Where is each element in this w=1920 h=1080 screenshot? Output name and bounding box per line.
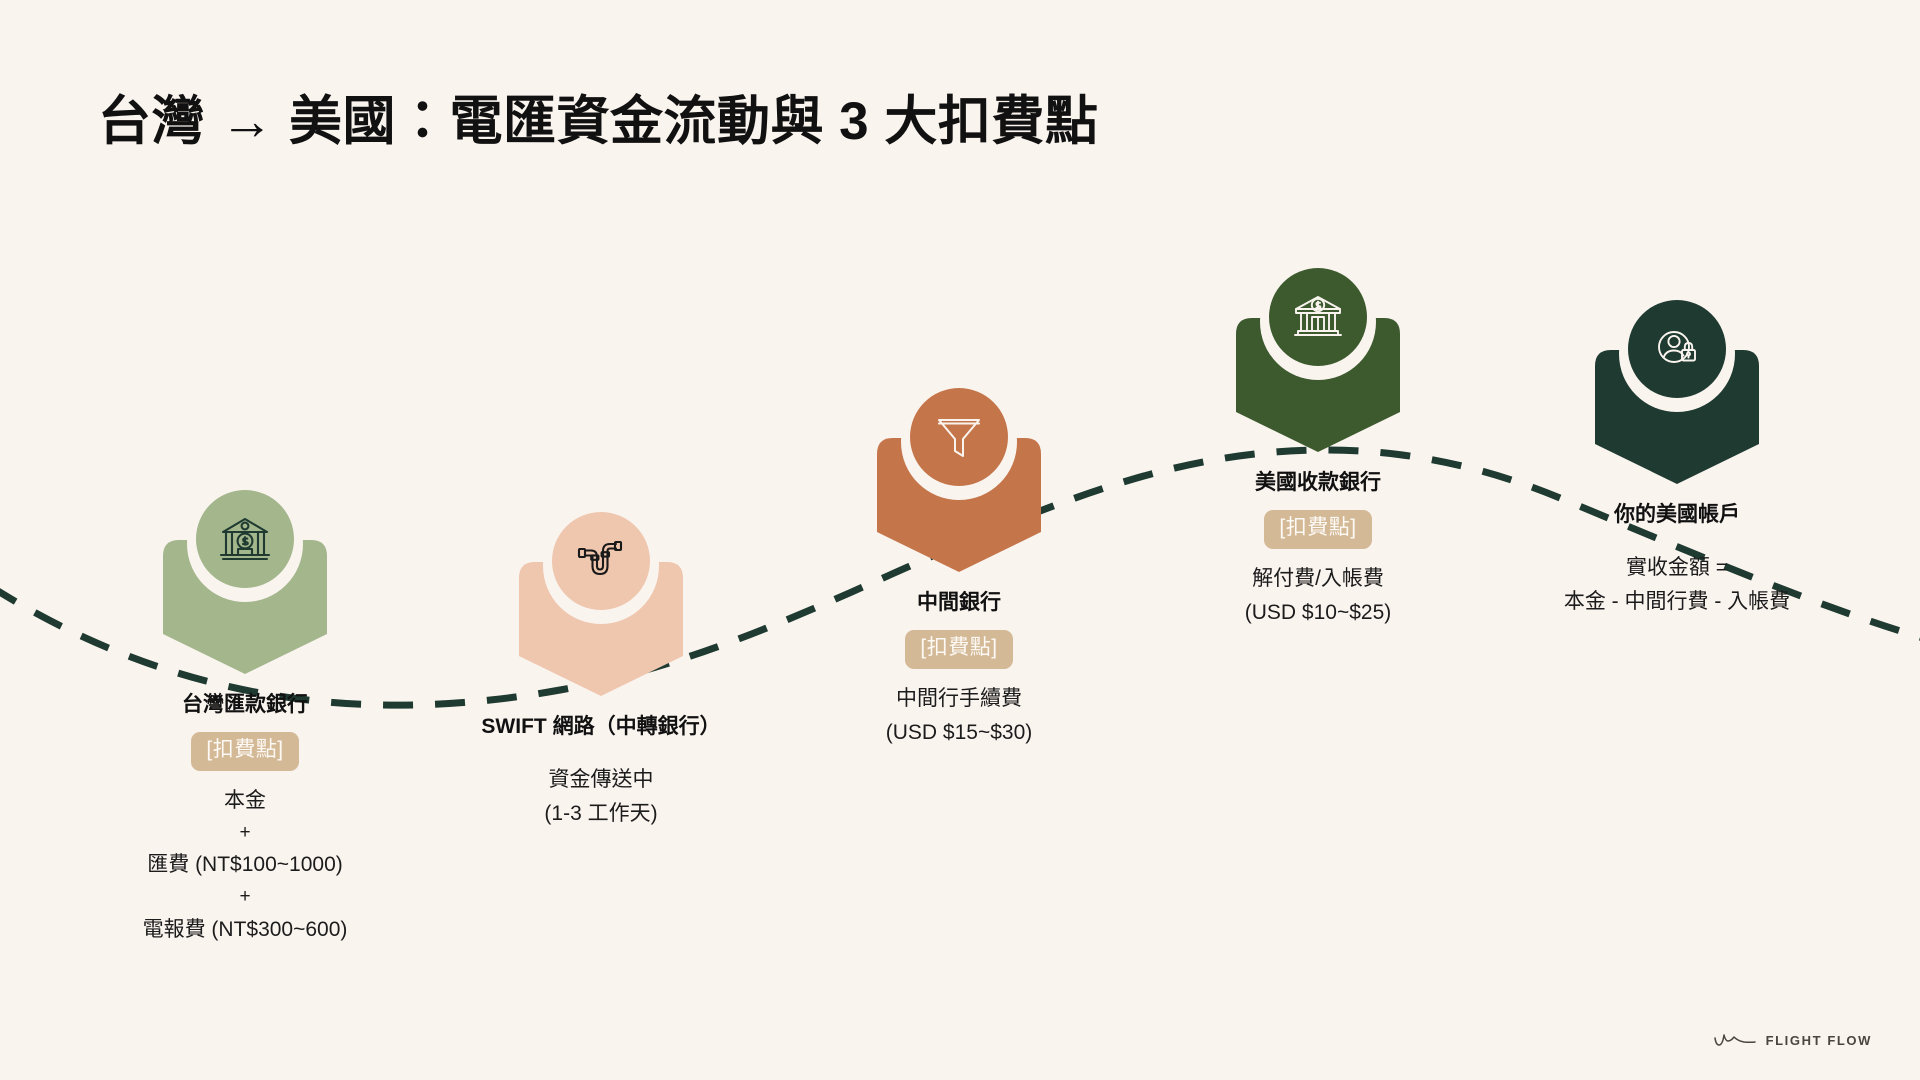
fee-badge-container: [扣費點] xyxy=(1168,497,1468,549)
node-badge xyxy=(1591,300,1763,486)
node-title: 你的美國帳戶 xyxy=(1614,503,1740,526)
node-detail: 本金 + 匯費 (NT$100~1000) + 電報費 (NT$300~600) xyxy=(95,784,395,948)
node-intermediary-bank[interactable]: 中間銀行 [扣費點] 中間行手續費 (USD $15~$30) xyxy=(809,388,1109,750)
detail-line: 實收金額 = xyxy=(1625,556,1729,580)
node-detail: 資金傳送中 (1-3 工作天) xyxy=(451,763,751,831)
detail-line: 電報費 (NT$300~600) xyxy=(142,918,348,942)
fee-badge-container: [扣費點] xyxy=(809,617,1109,669)
detail-line: 本金 xyxy=(224,788,266,812)
node-detail: 中間行手續費 (USD $15~$30) xyxy=(809,682,1109,750)
detail-line: (1-3 工作天) xyxy=(544,802,658,826)
detail-line: 中間行手續費 xyxy=(896,686,1022,710)
node-title: 美國收款銀行 xyxy=(1255,471,1381,494)
node-badge xyxy=(159,490,331,676)
funnel-icon xyxy=(910,388,1008,486)
node-badge xyxy=(1232,268,1404,454)
node-text-block: 美國收款銀行 [扣費點] 解付費/入帳費 (USD $10~$25) xyxy=(1168,468,1468,630)
flight-path-squiggle-icon xyxy=(1713,1034,1756,1046)
brand-logo: FLIGHT FLOW xyxy=(1713,1030,1872,1050)
node-taiwan-remitting-bank[interactable]: 台灣匯款銀行 [扣費點] 本金 + 匯費 (NT$100~1000) + 電報費… xyxy=(95,490,395,947)
pipe-icon xyxy=(552,512,650,610)
bank-columns-dollar-icon xyxy=(1269,268,1367,366)
node-detail: 解付費/入帳費 (USD $10~$25) xyxy=(1168,562,1468,630)
status-badge: [扣費點] xyxy=(191,732,299,771)
node-title: 台灣匯款銀行 xyxy=(182,693,308,716)
detail-line: 本金 - 中間行費 - 入帳費 xyxy=(1563,590,1791,614)
status-badge: [扣費點] xyxy=(1264,510,1372,549)
node-text-block: 中間銀行 [扣費點] 中間行手續費 (USD $15~$30) xyxy=(809,588,1109,750)
node-badge xyxy=(515,512,687,698)
detail-line: (USD $15~$30) xyxy=(885,720,1033,744)
node-title: 中間銀行 xyxy=(917,591,1001,614)
detail-line: (USD $10~$25) xyxy=(1244,600,1392,624)
detail-line: 匯費 (NT$100~1000) xyxy=(147,853,343,877)
user-lock-icon xyxy=(1628,300,1726,398)
page-title: 台灣 → 美國：電匯資金流動與 3 大扣費點 xyxy=(98,92,1099,151)
bank-dollar-icon xyxy=(196,490,294,588)
brand-name: FLIGHT FLOW xyxy=(1765,1032,1872,1048)
detail-line: 資金傳送中 xyxy=(548,768,654,792)
status-badge: [扣費點] xyxy=(905,630,1013,669)
node-text-block: 台灣匯款銀行 [扣費點] 本金 + 匯費 (NT$100~1000) + 電報費… xyxy=(95,690,395,947)
node-title: SWIFT 網路（中轉銀行） xyxy=(481,715,721,738)
fee-badge-container: [扣費點] xyxy=(95,719,395,771)
node-text-block: SWIFT 網路（中轉銀行） 資金傳送中 (1-3 工作天) xyxy=(451,712,751,831)
node-text-block: 你的美國帳戶 實收金額 = 本金 - 中間行費 - 入帳費 xyxy=(1527,500,1827,619)
detail-line: + xyxy=(239,886,251,908)
node-us-receiving-bank[interactable]: 美國收款銀行 [扣費點] 解付費/入帳費 (USD $10~$25) xyxy=(1168,268,1468,630)
node-badge xyxy=(873,388,1045,574)
detail-line: + xyxy=(239,821,251,843)
node-detail: 實收金額 = 本金 - 中間行費 - 入帳費 xyxy=(1527,551,1827,619)
detail-line: 解付費/入帳費 xyxy=(1252,566,1384,590)
node-your-us-account[interactable]: 你的美國帳戶 實收金額 = 本金 - 中間行費 - 入帳費 xyxy=(1527,300,1827,619)
node-swift-network[interactable]: SWIFT 網路（中轉銀行） 資金傳送中 (1-3 工作天) xyxy=(451,512,751,831)
